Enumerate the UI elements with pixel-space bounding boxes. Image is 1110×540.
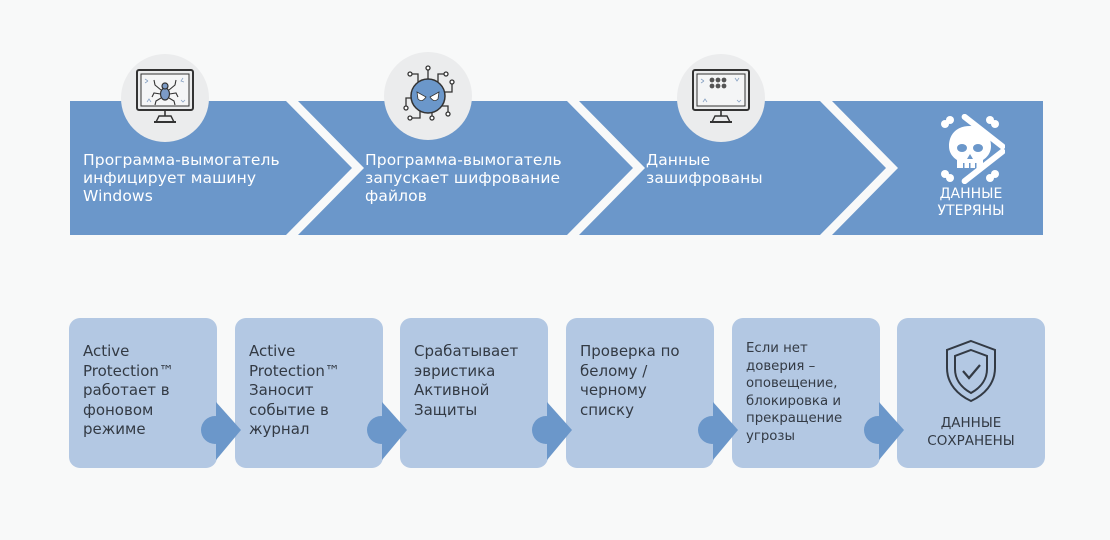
protection-step-5: Если нет доверия – оповещение, блокировк… (732, 318, 880, 468)
text-line: эвристика (414, 361, 496, 380)
attack-step-3-icon-circle (677, 54, 765, 142)
text-line: файлов (365, 187, 427, 205)
text-line: черному (580, 381, 647, 399)
text-line: фоновом (83, 400, 154, 419)
text-line: Active (249, 342, 296, 360)
shield-check-icon (946, 339, 996, 403)
text-line: белому / (580, 361, 648, 380)
text-line: угрозы (746, 428, 795, 444)
text-line: оповещение, (746, 376, 838, 391)
protection-outcome-text: ДАННЫЕ СОХРАНЕНЫ (897, 414, 1045, 450)
text-line: Защиты (414, 400, 478, 419)
protection-outcome: ДАННЫЕ СОХРАНЕНЫ (897, 318, 1045, 468)
text-line: событие в (249, 400, 329, 419)
text-line: Программа-вымогатель (365, 151, 562, 169)
text-line: Программа-вымогатель (83, 151, 280, 169)
attack-step-1-icon-circle (121, 54, 209, 142)
flow-arrow-connector-3 (532, 402, 572, 460)
protection-step-2-text: Active Protection™ Заносит событие в жур… (249, 342, 340, 440)
flow-arrow-connector-5 (864, 402, 904, 460)
attack-step-1-text: Программа-вымогатель инфицирует машину W… (83, 151, 280, 205)
protection-step-2: Active Protection™ Заносит событие в жур… (235, 318, 383, 468)
text-line: СОХРАНЕНЫ (927, 433, 1015, 449)
malware-virus-icon (403, 65, 455, 121)
protection-step-5-text: Если нет доверия – оповещение, блокировк… (746, 340, 842, 445)
text-line: режиме (83, 420, 146, 438)
text-line: Active (83, 342, 130, 360)
attack-outcome-text: ДАННЫЕ УТЕРЯНЫ (901, 186, 1041, 220)
infected-monitor-spider-icon (136, 69, 194, 123)
text-line: ДАННЫЕ (939, 186, 1003, 202)
attack-step-2-chevron (298, 101, 633, 235)
protection-step-4: Проверка по белому / черному списку (566, 318, 714, 468)
text-line: Protection™ (249, 361, 340, 380)
text-line: запускает шифрование (365, 169, 561, 187)
flow-arrow-connector-1 (201, 402, 241, 460)
text-line: доверия – (746, 358, 816, 374)
text-line: Если нет (746, 341, 808, 356)
text-line: работает в (83, 381, 170, 399)
text-line: УТЕРЯНЫ (937, 203, 1005, 219)
text-line: прекращение (746, 411, 843, 426)
text-line: зашифрованы (646, 169, 763, 187)
text-line: ДАННЫЕ (940, 415, 1002, 431)
text-line: Protection™ (83, 361, 174, 380)
text-line: Заносит (249, 381, 314, 399)
attack-step-2-text: Программа-вымогатель запускает шифровани… (365, 151, 562, 205)
encrypted-monitor-icon (692, 69, 750, 123)
text-line: Данные (646, 151, 711, 169)
text-line: журнал (249, 420, 310, 438)
text-line: инфицирует машину (83, 169, 257, 187)
protection-step-1: Active Protection™ работает в фоновом ре… (69, 318, 217, 468)
attack-step-3-chevron (579, 101, 886, 235)
attack-step-3-text: Данные зашифрованы (646, 151, 763, 187)
text-line: блокировка и (746, 393, 841, 409)
skull-crossbones-icon (941, 114, 1005, 184)
protection-step-3: Срабатывает эвристика Активной Защиты (400, 318, 548, 468)
text-line: Windows (83, 187, 153, 205)
text-line: Проверка по (580, 342, 680, 360)
text-line: Срабатывает (414, 342, 519, 360)
flow-arrow-connector-2 (367, 402, 407, 460)
attack-step-2-icon-circle (384, 52, 472, 140)
protection-step-1-text: Active Protection™ работает в фоновом ре… (83, 342, 174, 440)
protection-step-3-text: Срабатывает эвристика Активной Защиты (414, 342, 518, 420)
attack-flow-band (70, 101, 1043, 235)
protection-step-4-text: Проверка по белому / черному списку (580, 342, 680, 420)
text-line: списку (580, 400, 634, 419)
flow-arrow-connector-4 (698, 402, 738, 460)
text-line: Активной (414, 381, 490, 399)
